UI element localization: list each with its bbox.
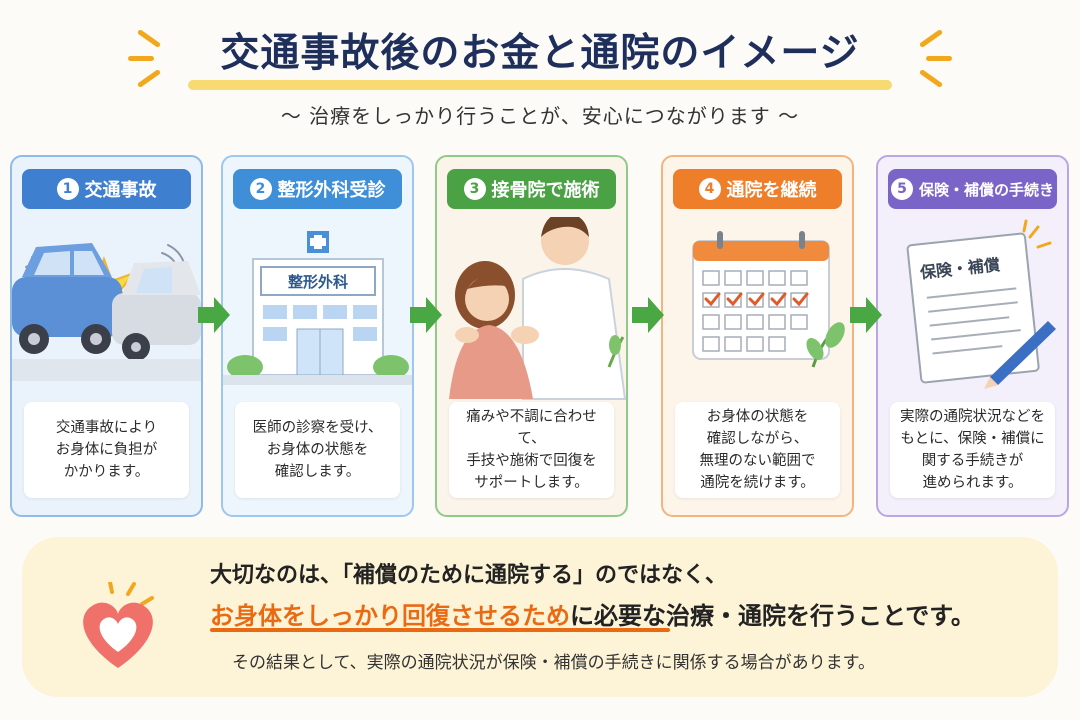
heart-icon: [83, 582, 154, 668]
step-number-badge: 3: [463, 178, 486, 200]
insurance-document-icon: 保険・補償: [906, 219, 1056, 389]
calendar-icon: [692, 231, 845, 368]
step-header: 2 整形外科受診: [233, 169, 402, 209]
arrow-right-icon: [850, 297, 882, 333]
step-label: 交通事故: [84, 180, 157, 201]
message-line-2-rest: に必要な治療・通院を行うことです。: [570, 602, 975, 630]
step-header: 1 交通事故: [22, 169, 191, 209]
step-card-continue: 4 通院を継続 お身体の状態を 確認しながら、 無理のない範囲で 通院を続けます…: [661, 155, 854, 517]
step-description: 痛みや不調に合わせて、 手技や施術で回復を サポートします。: [449, 402, 614, 498]
burst-right-icon: [900, 28, 960, 90]
arrow-right-icon: [410, 297, 442, 333]
step-card-orthopedics: 2 整形外科受診 整形外科 医師の診察を受け、 お身体の状態を 確認します。: [221, 155, 414, 517]
step-description: 実際の通院状況などを もとに、保険・補償に 関する手続きが 進められます。: [890, 402, 1055, 498]
message-emphasis: お身体をしっかり回復させるため: [210, 602, 570, 630]
step-label: 通院を継続: [726, 180, 817, 201]
title-wrap: 交通事故後のお金と通院のイメージ: [0, 22, 1080, 78]
step-label: 保険・補償の手続き: [918, 180, 1054, 199]
step-number-badge: 4: [698, 178, 721, 200]
message-box: [22, 537, 1058, 697]
step-description: お身体の状態を 確認しながら、 無理のない範囲で 通院を続けます。: [675, 402, 840, 498]
arrow-right-icon: [632, 297, 664, 333]
step-header: 4 通院を継続: [673, 169, 842, 209]
car-crash-icon: [12, 243, 201, 381]
arrow-right-icon: [198, 297, 230, 333]
step-card-bonesetter: 3 接骨院で施術 痛みや不調に合わせて、 手技や施術で回復を サポートします。: [435, 155, 628, 517]
step-number-badge: 1: [56, 178, 79, 200]
step-number-badge: 5: [890, 178, 913, 200]
step-header: 3 接骨院で施術: [447, 169, 616, 209]
step-header: 5 保険・補償の手続き: [888, 169, 1057, 209]
message-line-2: お身体をしっかり回復させるために必要な治療・通院を行うことです。: [210, 596, 975, 631]
step-description: 医師の診察を受け、 お身体の状態を 確認します。: [235, 402, 400, 498]
page-subtitle: 〜 治療をしっかり行うことが、安心につながります 〜: [280, 104, 800, 128]
title-underline: [188, 80, 892, 90]
message-line-3: その結果として、実際の通院状況が保険・補償の手続きに関係する場合があります。: [232, 653, 875, 673]
step-card-accident: 1 交通事故 交通事故により お身体に負担が かかります。: [10, 155, 203, 517]
step-number-badge: 2: [249, 178, 272, 200]
step-label: 整形外科受診: [277, 180, 386, 201]
step-description: 交通事故により お身体に負担が かかります。: [24, 402, 189, 498]
emphasis-underline: [210, 628, 670, 632]
step-card-insurance: 5 保険・補償の手続き 保険・補償 実際の通院状況などを もとに、保険・補償に …: [876, 155, 1069, 517]
message-line-1: 大切なのは、「補償のために通院する」のではなく、: [210, 563, 728, 588]
burst-left-icon: [128, 28, 188, 90]
step-label: 接骨院で施術: [491, 180, 600, 201]
treatment-illustration-icon: [449, 217, 626, 400]
hospital-icon: 整形外科: [223, 231, 412, 385]
page-title: 交通事故後のお金と通院のイメージ: [220, 31, 860, 76]
hospital-sign-text: 整形外科: [288, 273, 348, 291]
